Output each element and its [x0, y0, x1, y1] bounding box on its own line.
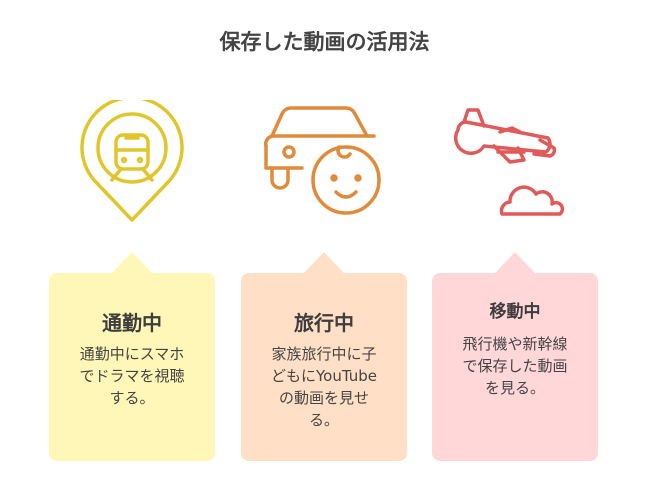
card-title: 旅行中: [294, 311, 354, 335]
card-commute: 通勤中 通勤中にスマホ でドラマを視聴 する。: [49, 252, 215, 461]
card-body-line: 家族旅行中に子: [271, 345, 377, 363]
card-body-line: 通勤中にスマホ: [79, 345, 185, 363]
card-body-line: 飛行機や新幹線: [462, 335, 568, 353]
card-body-line: で保存した動画: [462, 357, 568, 375]
car-child-icon: [264, 106, 381, 215]
card-body-line: の動画を見せ: [278, 389, 369, 407]
card-body-line: を見る。: [484, 379, 545, 397]
card-title: 通勤中: [102, 311, 162, 335]
card-body-line: どもにYouTube: [271, 367, 377, 385]
card-body: 通勤中にスマホ でドラマを視聴 する。: [61, 343, 203, 409]
page-title: 保存した動画の活用法: [219, 30, 430, 54]
train-location-icon: [80, 100, 184, 222]
card-body-line: する。: [109, 389, 155, 407]
card-body: 飛行機や新幹線 で保存した動画 を見る。: [444, 333, 586, 399]
airplane-cloud-icon: [454, 108, 565, 216]
card-transit: 移動中 飛行機や新幹線 で保存した動画 を見る。: [432, 252, 598, 461]
card-body-line: でドラマを視聴: [79, 367, 185, 385]
card-body: 家族旅行中に子 どもにYouTube の動画を見せ る。: [253, 343, 395, 431]
card-travel: 旅行中 家族旅行中に子 どもにYouTube の動画を見せ る。: [241, 252, 407, 461]
card-title: 移動中: [489, 302, 541, 322]
card-body-line: る。: [308, 411, 339, 429]
